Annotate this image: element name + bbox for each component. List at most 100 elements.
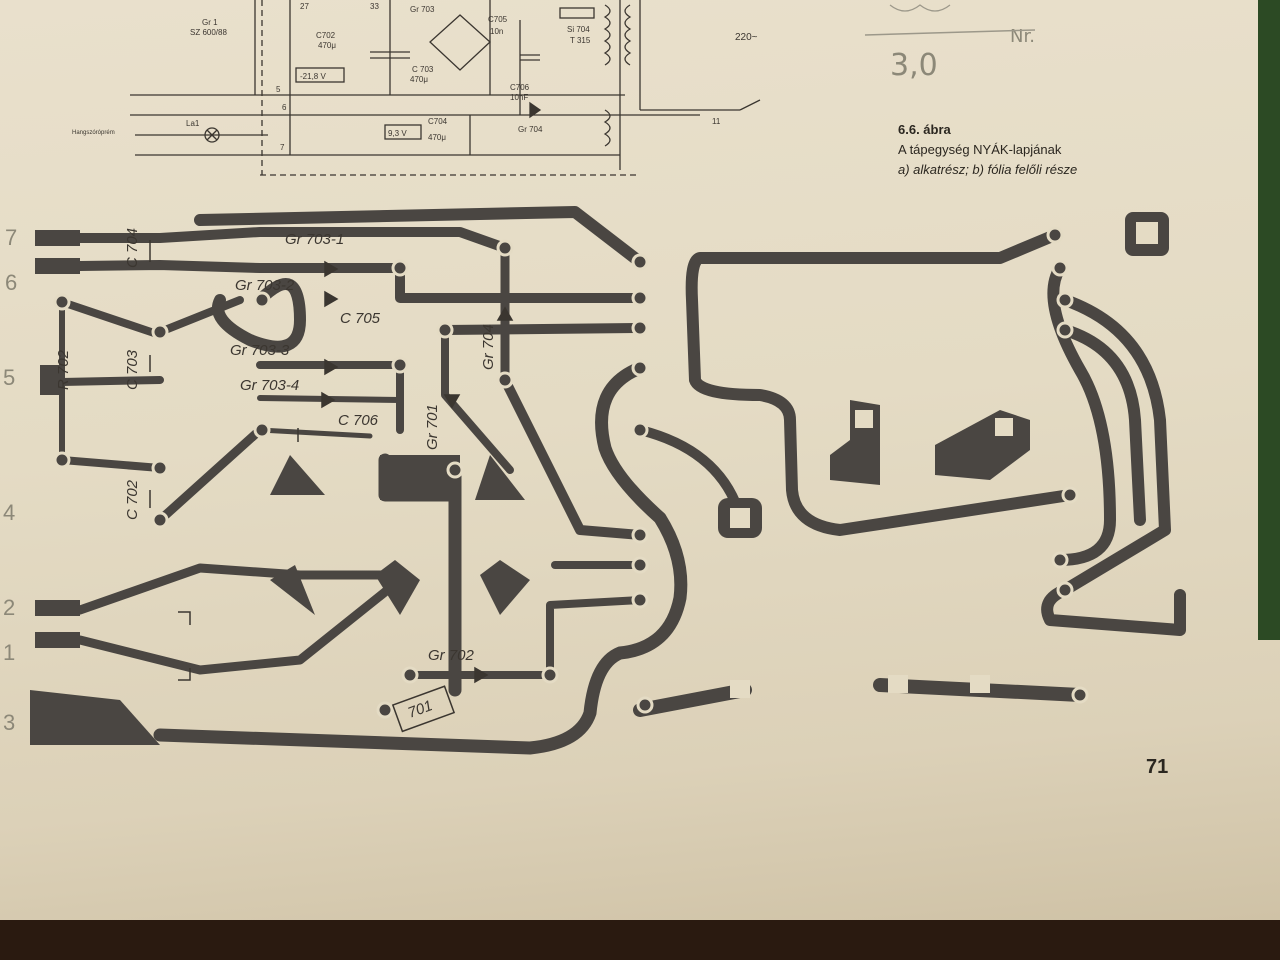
figure-number: 6.6. ábra [898, 122, 951, 137]
trace-loop [212, 278, 306, 353]
pin-2-pad [35, 600, 80, 616]
trace-c705 [440, 323, 645, 335]
pin-6-pad [35, 258, 80, 274]
pad-triangle-5 [480, 560, 530, 615]
pad-hole-curve [730, 508, 750, 528]
label-c702: C702 [316, 31, 336, 40]
label-gr704: Gr 704 [518, 125, 543, 134]
label-pin-5: 5 [276, 85, 281, 94]
trace-pin7 [75, 227, 510, 253]
pad-triangle-3 [270, 565, 315, 615]
pin-number-3: 3 [3, 710, 15, 735]
transformer-coil-c [624, 4, 632, 66]
pcb-label-gr703-4: Gr 703-4 [240, 377, 299, 394]
diode-gr703-2 [324, 290, 339, 308]
figure-title: A tápegység NYÁK-lapjának [898, 142, 1062, 157]
label-c705: C705 [488, 15, 508, 24]
label-v218: -21,8 V [300, 72, 326, 81]
pin-number-6: 6 [5, 270, 17, 295]
mains-switch [739, 99, 761, 111]
pencil-note-value: 3,0 [890, 48, 938, 83]
label-33: 33 [370, 2, 379, 11]
figure-subtitle: a) alkatrész; b) fólia felőli része [898, 162, 1078, 177]
label-mains: 220~ [735, 32, 758, 43]
pencil-fraction-line [864, 4, 1036, 36]
label-gr1: Gr 1 [202, 18, 218, 27]
label-c705-val: 10n [490, 27, 503, 36]
pcb-label-gr703-1: Gr 703-1 [285, 231, 344, 248]
page-number: 71 [1146, 756, 1169, 778]
pad-block-center [380, 455, 460, 500]
pcb-label-gr701: Gr 701 [424, 404, 441, 450]
label-c702-val: 470μ [318, 41, 336, 50]
pad-hole-top-right [1136, 222, 1158, 244]
label-c703: C 703 [412, 65, 434, 74]
label-speaker-rail: Hangszóróprém [72, 130, 115, 136]
voltage-box-93 [384, 124, 422, 140]
diode-gr702 [474, 666, 489, 684]
pcb-label-gr703-3: Gr 703-3 [230, 342, 290, 359]
pad-triangle-2 [475, 455, 525, 500]
pin-number-7: 7 [5, 225, 17, 250]
label-c704: C704 [428, 117, 448, 126]
pin-3-pad [30, 690, 160, 745]
pcb-label-r702: R 702 [55, 349, 72, 390]
corner-mark-1 [178, 611, 191, 625]
pin-7-pad [35, 230, 80, 246]
label-c706-val: 10nF [510, 93, 528, 102]
transformer-coil-a [603, 4, 611, 66]
pin-1-pad [35, 632, 80, 648]
label-si704-val: T 315 [570, 36, 591, 45]
pin-number-5: 5 [3, 365, 15, 390]
book-page: Gr 1 SZ 600/88 27 33 C702 470μ Gr 703 C … [0, 0, 1280, 920]
pcb-label-c702: C 702 [124, 479, 141, 520]
pin-number-1: 1 [3, 640, 15, 665]
pin-number-4: 4 [3, 500, 15, 525]
diode-gr704 [529, 101, 542, 119]
trace-top-right [194, 206, 646, 268]
label-la1: La1 [186, 119, 200, 128]
label-pin-7: 7 [280, 143, 285, 152]
label-c703-val: 470μ [410, 75, 428, 84]
pad-triangle-4 [375, 560, 420, 615]
lamp-symbol [204, 127, 220, 143]
label-pin-6: 6 [282, 103, 287, 112]
voltage-box-218 [295, 67, 345, 83]
book-edge [1258, 0, 1280, 640]
diode-gr701 [443, 394, 461, 409]
fuse-symbol [559, 7, 595, 19]
corner-mark-2 [178, 668, 191, 681]
label-c704-val: 470μ [428, 133, 446, 142]
pcb-label-c705: C 705 [340, 310, 381, 327]
pcb-label-c703: C 703 [124, 349, 141, 390]
diode-gr704 [496, 306, 514, 321]
pcb-foil-layout: Gr 703-1 Gr 703-2 C 705 Gr 703-3 Gr 703-… [3, 206, 1186, 755]
figure-caption: 6.6. ábra A tápegység NYÁK-lapjának a) a… [898, 120, 1198, 180]
pcb-label-gr703-2: Gr 703-2 [235, 277, 295, 294]
label-pin-11: 11 [712, 117, 721, 126]
label-gr1-type: SZ 600/88 [190, 28, 227, 37]
pcb-label-gr702: Gr 702 [428, 647, 475, 664]
pcb-label-c704: C 704 [124, 228, 141, 268]
bridge-rectifier [429, 14, 491, 71]
label-si704: Si 704 [567, 25, 590, 34]
table-surface [0, 920, 1280, 960]
trace-right-loop [685, 229, 1076, 536]
label-27: 27 [300, 2, 309, 11]
label-v93: 9,3 V [388, 129, 407, 138]
pcb-label-r701: 701 [406, 697, 435, 722]
trace-gr703-2 [395, 263, 645, 303]
pcb-label-gr704: Gr 704 [480, 324, 497, 370]
pad-block-right-2 [935, 410, 1030, 480]
label-c706: C706 [510, 83, 530, 92]
pin-number-2: 2 [3, 595, 15, 620]
r701-body [391, 685, 456, 733]
diode-gr703-1 [324, 260, 339, 278]
pin-5-pad [40, 365, 64, 395]
trace-main-return [153, 361, 688, 755]
label-gr703: Gr 703 [410, 5, 435, 14]
schematic-diagram: Gr 1 SZ 600/88 27 33 C702 470μ Gr 703 C … [72, 0, 761, 176]
diode-gr703-4 [321, 391, 336, 409]
pcb-label-c706: C 706 [338, 412, 379, 429]
transformer-coil-b [603, 109, 611, 147]
